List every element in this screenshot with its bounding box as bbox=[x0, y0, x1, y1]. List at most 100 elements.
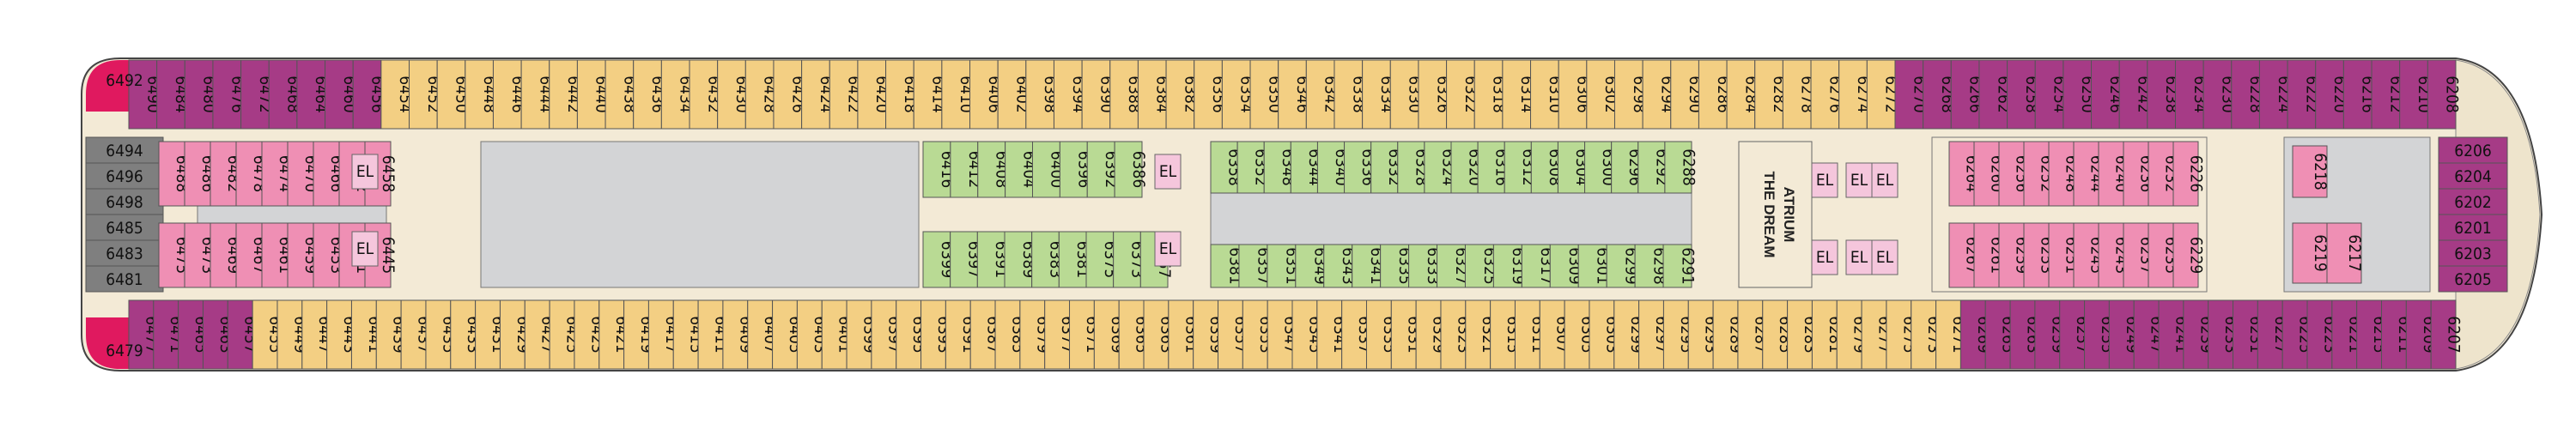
cabin-6441[interactable] bbox=[350, 299, 377, 370]
cabin-6309[interactable] bbox=[1549, 244, 1579, 288]
cabin-6271[interactable] bbox=[1935, 299, 1961, 370]
cabin-6253[interactable] bbox=[2023, 222, 2050, 288]
cabin-6323[interactable] bbox=[1440, 299, 1467, 370]
cabin-6472[interactable] bbox=[240, 59, 270, 130]
cabin-6273[interactable] bbox=[1911, 299, 1937, 370]
cabin-6365[interactable] bbox=[1118, 299, 1145, 370]
cabin-6373[interactable] bbox=[1113, 231, 1141, 288]
cabin-6389[interactable] bbox=[1004, 231, 1033, 288]
cabin-6254[interactable] bbox=[2034, 59, 2064, 130]
cabin-6354[interactable] bbox=[1221, 59, 1251, 130]
cabin-6290[interactable] bbox=[1670, 59, 1699, 130]
cabin-6448[interactable] bbox=[465, 59, 494, 130]
cabin-6246[interactable] bbox=[2091, 59, 2120, 130]
cabin-6470[interactable] bbox=[287, 141, 314, 207]
cabin-6291[interactable] bbox=[1662, 244, 1692, 288]
cabin-6398[interactable] bbox=[1025, 59, 1054, 130]
cabin-6298[interactable] bbox=[1613, 59, 1643, 130]
cabin-6303[interactable] bbox=[1589, 299, 1615, 370]
cabin-6300[interactable] bbox=[1584, 141, 1613, 194]
cabin-6267[interactable] bbox=[1948, 222, 1975, 288]
cabin-6260[interactable] bbox=[1973, 141, 2000, 207]
cabin-6347[interactable] bbox=[1267, 299, 1293, 370]
cabin-6329[interactable] bbox=[1415, 299, 1442, 370]
cabin-6461[interactable] bbox=[261, 222, 289, 288]
cabin-6463[interactable] bbox=[202, 299, 228, 370]
cabin-6307[interactable] bbox=[1539, 299, 1565, 370]
cabin-6422[interactable] bbox=[829, 59, 859, 130]
cabin-6455[interactable] bbox=[252, 299, 278, 370]
cabin-6231[interactable] bbox=[2233, 299, 2258, 370]
cabin-6266[interactable] bbox=[1950, 59, 1980, 130]
cabin-6324[interactable] bbox=[1424, 141, 1452, 194]
cabin-6310[interactable] bbox=[1530, 59, 1559, 130]
cabin-6449[interactable] bbox=[276, 299, 303, 370]
cabin-6244[interactable] bbox=[2073, 141, 2099, 207]
cabin-label-6492[interactable]: 6492 bbox=[106, 71, 143, 90]
cabin-6276[interactable] bbox=[1810, 59, 1840, 130]
cabin-6356[interactable] bbox=[1194, 59, 1223, 130]
cabin-6327[interactable] bbox=[1437, 244, 1466, 288]
cabin-6439[interactable] bbox=[375, 299, 402, 370]
cabin-6388[interactable] bbox=[1109, 59, 1139, 130]
cabin-6227[interactable] bbox=[2257, 299, 2283, 370]
cabin-6381[interactable] bbox=[1210, 244, 1240, 288]
cabin-6480[interactable] bbox=[184, 59, 214, 130]
cabin-6460[interactable] bbox=[325, 59, 354, 130]
cabin-6295[interactable] bbox=[1662, 299, 1689, 370]
cabin-6335[interactable] bbox=[1365, 299, 1392, 370]
cabin-6305[interactable] bbox=[1564, 299, 1590, 370]
cabin-6386[interactable] bbox=[1114, 141, 1143, 198]
cabin-6325[interactable] bbox=[1464, 244, 1494, 288]
cabin-6459[interactable] bbox=[287, 222, 314, 288]
cabin-6272[interactable] bbox=[1866, 59, 1896, 130]
cabin-6469[interactable] bbox=[210, 222, 237, 288]
cabin-6296[interactable] bbox=[1611, 141, 1639, 194]
cabin-6320[interactable] bbox=[1450, 141, 1479, 194]
cabin-6437[interactable] bbox=[400, 299, 427, 370]
cabin-6218[interactable] bbox=[2292, 145, 2328, 198]
cabin-6390[interactable] bbox=[1081, 59, 1111, 130]
cabin-6224[interactable] bbox=[2258, 59, 2288, 130]
cabin-6230[interactable] bbox=[2202, 59, 2233, 130]
cabin-6258[interactable] bbox=[2007, 59, 2036, 130]
cabin-6284[interactable] bbox=[1726, 59, 1756, 130]
cabin-6417[interactable] bbox=[647, 299, 674, 370]
cabin-6494[interactable] bbox=[85, 136, 164, 164]
cabin-6453[interactable] bbox=[313, 222, 340, 288]
cabin-6377[interactable] bbox=[1044, 299, 1071, 370]
cabin-6225[interactable] bbox=[2281, 299, 2308, 370]
cabin-6209[interactable] bbox=[2405, 299, 2432, 370]
cabin-6446[interactable] bbox=[492, 59, 522, 130]
cabin-6335[interactable] bbox=[1380, 244, 1410, 288]
cabin-6361[interactable] bbox=[1168, 299, 1194, 370]
cabin-6308[interactable] bbox=[1530, 141, 1558, 194]
cabin-6281[interactable] bbox=[1811, 299, 1838, 370]
cabin-6285[interactable] bbox=[1762, 299, 1789, 370]
cabin-6344[interactable] bbox=[1290, 141, 1318, 194]
cabin-6468[interactable] bbox=[268, 59, 298, 130]
cabin-6294[interactable] bbox=[1642, 59, 1672, 130]
cabin-6426[interactable] bbox=[773, 59, 803, 130]
cabin-6381[interactable] bbox=[1058, 231, 1087, 288]
cabin-6288[interactable] bbox=[1664, 141, 1692, 194]
cabin-6259[interactable] bbox=[2034, 299, 2061, 370]
cabin-6419[interactable] bbox=[623, 299, 649, 370]
cabin-label-6479[interactable]: 6479 bbox=[106, 341, 143, 360]
cabin-6336[interactable] bbox=[1344, 141, 1372, 194]
cabin-6466[interactable] bbox=[313, 141, 340, 207]
cabin-6292[interactable] bbox=[1637, 141, 1666, 194]
cabin-6351[interactable] bbox=[1267, 244, 1297, 288]
cabin-6433[interactable] bbox=[450, 299, 477, 370]
cabin-6297[interactable] bbox=[1638, 299, 1664, 370]
cabin-6242[interactable] bbox=[2118, 59, 2148, 130]
cabin-6424[interactable] bbox=[801, 59, 830, 130]
cabin-6340[interactable] bbox=[1316, 141, 1346, 194]
cabin-6431[interactable] bbox=[475, 299, 501, 370]
cabin-6232[interactable] bbox=[2148, 141, 2174, 207]
cabin-6409[interactable] bbox=[722, 299, 749, 370]
cabin-6403[interactable] bbox=[796, 299, 823, 370]
cabin-6423[interactable] bbox=[574, 299, 600, 370]
cabin-6467[interactable] bbox=[235, 222, 263, 288]
cabin-6256[interactable] bbox=[1998, 141, 2025, 207]
